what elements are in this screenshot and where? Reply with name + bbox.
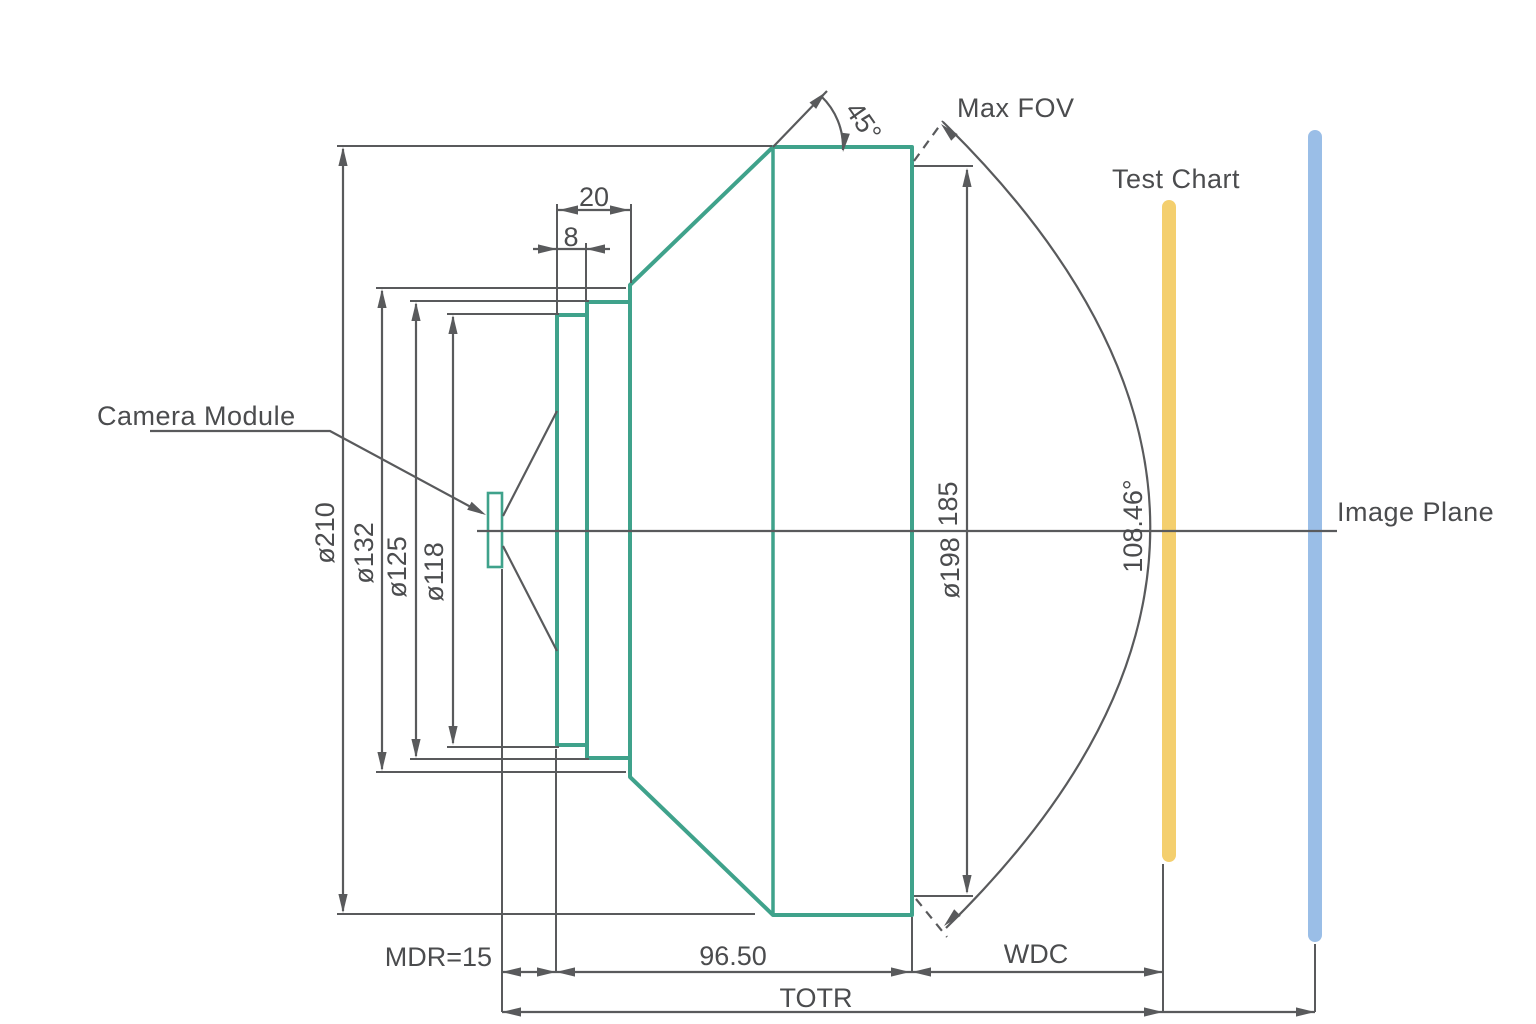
arrowhead <box>937 120 958 141</box>
camera-module-leader <box>150 429 489 520</box>
leader-line <box>150 429 483 514</box>
arrowhead <box>586 244 605 254</box>
arrowhead <box>912 967 931 977</box>
text-labels: Camera Module Max FOV Test Chart Image P… <box>97 93 1494 1013</box>
dim-totr-value: TOTR <box>780 983 853 1013</box>
dim-185-value: 185 <box>933 481 963 526</box>
arrowhead <box>411 739 421 758</box>
arrowhead <box>338 894 348 913</box>
dim-d125-value: ø125 <box>382 536 412 598</box>
dim-d198-value: ø198 <box>935 537 965 599</box>
fov-construction <box>913 120 1152 938</box>
max-fov-label: Max FOV <box>957 93 1075 123</box>
arrowhead <box>556 967 575 977</box>
arrowhead <box>610 205 629 215</box>
arrowhead <box>411 302 421 321</box>
arrowhead <box>962 168 972 187</box>
arrowhead <box>377 752 387 771</box>
image-plane-bar <box>1308 130 1322 942</box>
arrowhead <box>537 967 556 977</box>
camera-module-label: Camera Module <box>97 401 296 431</box>
cone-angle-arc <box>820 95 845 151</box>
arrowhead <box>448 726 458 745</box>
arrowhead <box>962 875 972 894</box>
arrowhead <box>538 244 557 254</box>
arrowhead <box>1296 1007 1315 1017</box>
bottom-dimensions <box>502 967 1315 1017</box>
dim-body-length-value: 96.50 <box>699 941 767 971</box>
dim-mdr-value: MDR=15 <box>385 942 492 972</box>
arrowhead <box>559 205 578 215</box>
dim-wdc-value: WDC <box>1004 939 1068 969</box>
fov-angle-value: 108.46° <box>1118 479 1148 572</box>
extension-lines <box>337 145 1316 1012</box>
sensor-light-cone <box>502 410 558 652</box>
dim-d132-value: ø132 <box>349 522 379 584</box>
arrowhead <box>377 289 387 308</box>
arrowhead <box>891 967 910 977</box>
arrowhead <box>1144 967 1163 977</box>
cone-angle-construction <box>772 88 850 153</box>
arrowhead <box>467 501 489 520</box>
dim-w8-value: 8 <box>563 222 578 252</box>
dim-d210-value: ø210 <box>310 502 340 564</box>
light-cone-lower-ray <box>502 545 558 652</box>
width-dimensions <box>533 205 631 254</box>
arrowhead <box>502 1007 521 1017</box>
image-plane-label: Image Plane <box>1337 497 1494 527</box>
fov-lower-ray-dash <box>915 898 948 938</box>
dim-d118-value: ø118 <box>419 542 449 602</box>
arrowhead <box>502 967 521 977</box>
fov-upper-ray-dash <box>913 120 944 162</box>
dim-w20-value: 20 <box>579 182 609 212</box>
light-cone-upper-ray <box>502 410 558 517</box>
arrowhead <box>448 315 458 334</box>
arrowhead <box>1144 1007 1163 1017</box>
test-chart-label: Test Chart <box>1112 164 1240 194</box>
diameter-dimensions <box>338 147 972 913</box>
arrowhead <box>940 909 961 930</box>
arrowhead <box>338 147 348 166</box>
fov-arc <box>942 121 1152 929</box>
